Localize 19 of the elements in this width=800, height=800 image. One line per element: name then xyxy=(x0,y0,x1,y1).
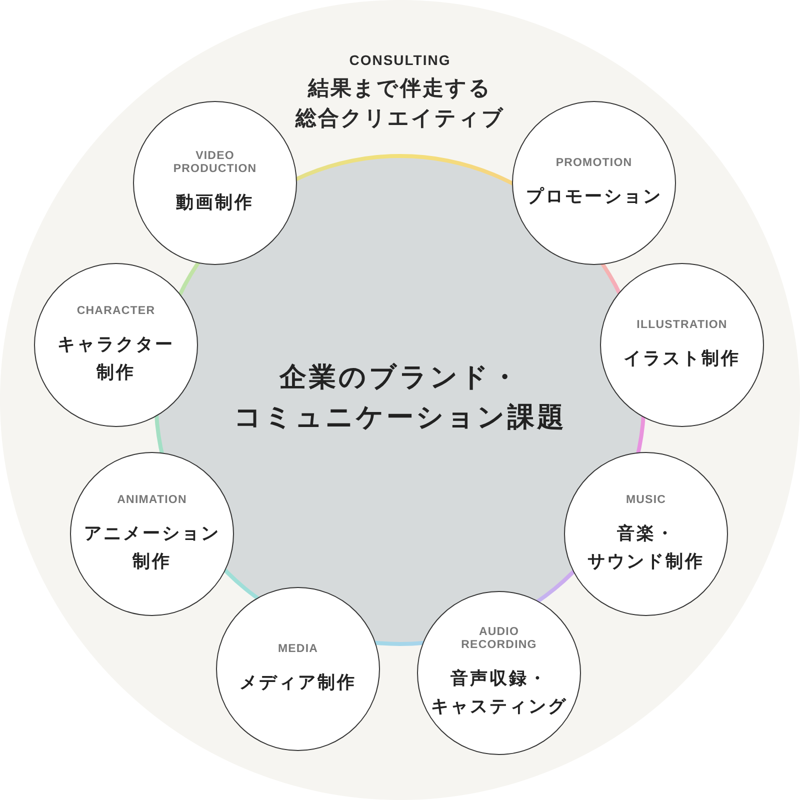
service-title: キャラクター制作 xyxy=(58,332,174,384)
service-title: アニメーション制作 xyxy=(84,522,220,572)
category-label: ILLUSTRATION xyxy=(636,318,728,332)
category-label: PROMOTION xyxy=(556,156,632,170)
center-title: 企業のブランド・コミュニケーション課題 xyxy=(234,361,566,434)
service-title: プロモーション xyxy=(526,184,662,208)
heading: 結果まで伴走する総合クリエイティブ xyxy=(295,76,505,132)
category-label: VIDEO PRODUCTION xyxy=(172,150,258,176)
category-label: ANIMATION xyxy=(117,494,187,506)
category-label: CHARACTER xyxy=(76,304,156,318)
category-label: MEDIA xyxy=(278,642,318,656)
service-title: メディア制作 xyxy=(240,670,356,694)
category-label: MUSIC xyxy=(626,494,666,506)
service-title: 音声収録・キャスティング xyxy=(430,667,568,718)
service-title: 音楽・サウンド制作 xyxy=(588,522,704,572)
service-title: イラスト制作 xyxy=(624,346,740,370)
category-label: AUDIO RECORDING xyxy=(460,626,538,652)
section-label: CONSULTING xyxy=(349,51,451,70)
service-title: 動画制作 xyxy=(176,191,254,214)
